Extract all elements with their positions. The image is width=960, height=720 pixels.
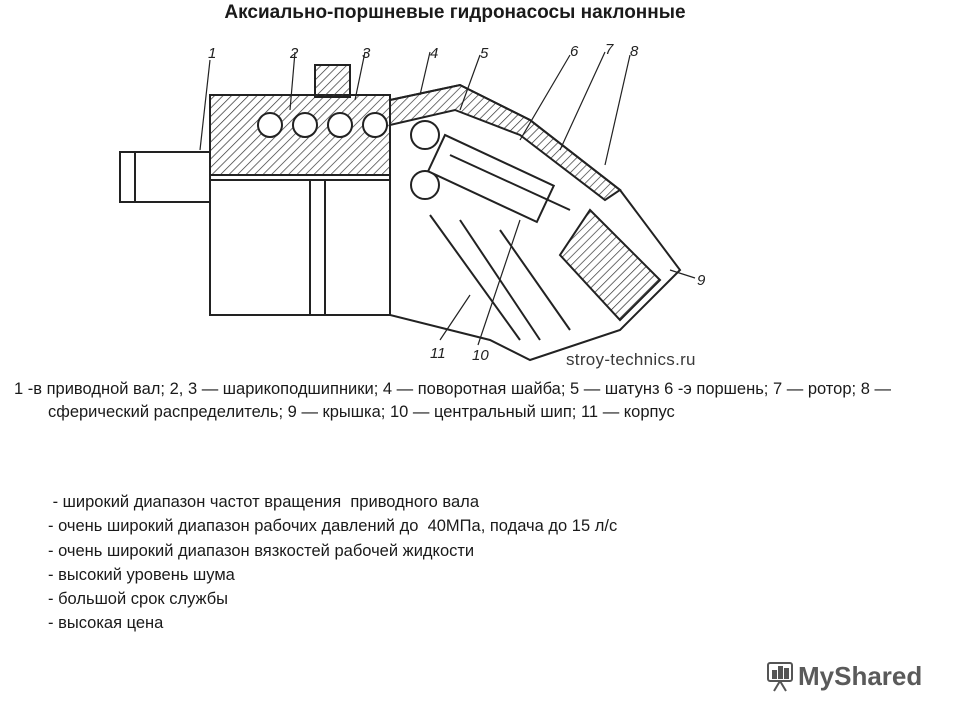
callout-label: 4 [430, 45, 438, 62]
callout-label: 3 [362, 45, 371, 62]
bearing [257, 112, 283, 138]
bearing [292, 112, 318, 138]
bearing [327, 112, 353, 138]
site-watermark: stroy-technics.ru [566, 350, 696, 369]
feature-item: - высокая цена [48, 614, 164, 633]
brand-name: MyShared [798, 661, 922, 691]
feature-item: - высокий уровень шума [48, 565, 235, 584]
callout-label: 9 [697, 272, 706, 289]
feature-item: - большой срок службы [48, 590, 229, 609]
callout-label: 1 [208, 45, 216, 62]
callout-label: 7 [605, 41, 614, 58]
myshared-logo: MyShared [767, 661, 922, 692]
bearing [362, 112, 388, 138]
feature-item: - очень широкий диапазон рабочих давлени… [48, 517, 618, 536]
callout-label: 10 [472, 347, 489, 364]
callout-label: 8 [630, 43, 639, 60]
callout-label: 5 [480, 45, 489, 62]
callout-label: 6 [570, 43, 579, 60]
presentation-icon [767, 662, 793, 692]
page-title: Аксиально-поршневые гидронасосы наклонны… [224, 2, 686, 23]
figure-caption: 1 -в приводной вал; 2, 3 — шарикоподшипн… [14, 380, 891, 421]
callout-label: 2 [289, 45, 299, 62]
feature-item: - очень широкий диапазон вязкостей рабоч… [48, 541, 475, 560]
feature-item: - широкий диапазон частот вращения приво… [48, 493, 479, 511]
features-list: - широкий диапазон частот вращения приво… [48, 490, 908, 636]
callout-label: 11 [430, 345, 446, 362]
pump-cross-section-drawing: 1 2 3 4 5 6 7 8 9 10 11 [119, 41, 706, 364]
